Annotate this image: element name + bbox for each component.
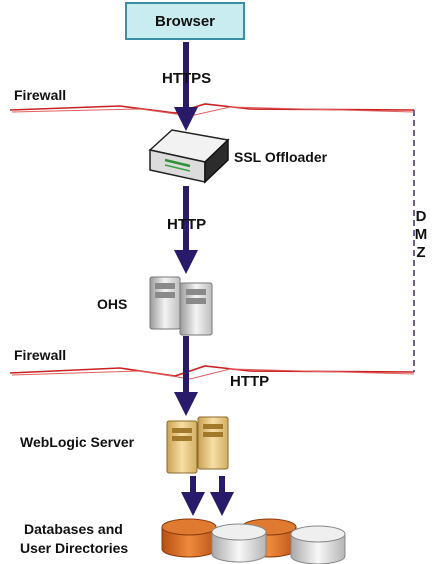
weblogic-server-icon	[166, 416, 229, 474]
browser-node: Browser	[125, 2, 245, 40]
firewall-label-top: Firewall	[14, 87, 67, 103]
dmz-letter-z: Z	[416, 244, 426, 261]
ssl-offloader-label: SSL Offloader	[234, 149, 328, 165]
database-icon-orange-left	[161, 518, 217, 558]
firewall-line-bottom-shadow	[11, 368, 415, 380]
dmz-letter-d: D	[415, 208, 427, 225]
https-label: HTTPS	[162, 70, 212, 87]
http-label-lower: HTTP	[230, 373, 270, 390]
firewall-line-top	[9, 103, 415, 114]
ssl-offloader-icon	[148, 129, 230, 184]
dmz-label: D M Z	[414, 208, 428, 262]
database-icon-gray-left	[211, 523, 267, 563]
ohs-label: OHS	[97, 296, 128, 312]
weblogic-label: WebLogic Server	[20, 434, 135, 450]
firewall-line-bottom	[9, 365, 415, 377]
http-label-upper: HTTP	[167, 216, 207, 233]
browser-label: Browser	[154, 12, 216, 30]
databases-label-line2: User Directories	[20, 540, 129, 556]
firewall-label-bottom: Firewall	[14, 347, 67, 363]
ohs-server-icon	[149, 276, 213, 336]
dmz-letter-m: M	[414, 226, 428, 243]
databases-label-line1: Databases and	[24, 521, 123, 537]
database-icon-gray-right	[290, 525, 346, 564]
